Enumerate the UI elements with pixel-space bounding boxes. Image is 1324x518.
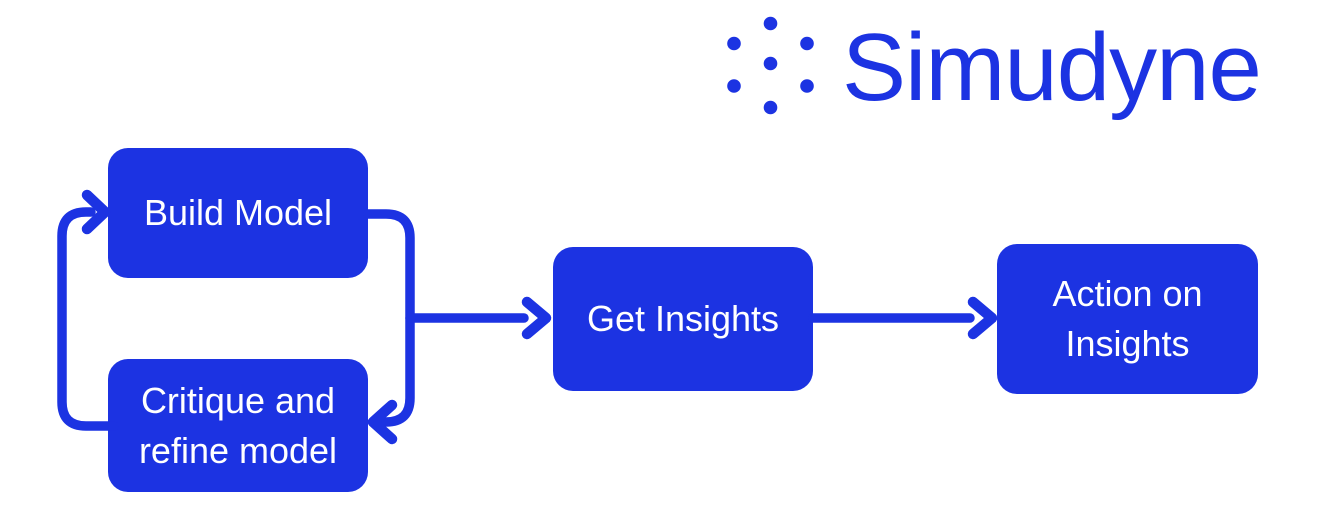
node-build-model-label: Build Model <box>143 192 333 234</box>
arrowhead-into-build <box>81 189 111 235</box>
node-get-insights-label: Get Insights <box>586 298 780 340</box>
arrowhead-into-critique <box>367 399 398 445</box>
edge-get-insights-to-action <box>808 296 998 340</box>
node-build-model: Build Model <box>108 148 368 278</box>
node-action-on-insights: Action on Insights <box>997 244 1258 394</box>
node-get-insights: Get Insights <box>553 247 813 391</box>
edge-build-to-critique <box>363 209 415 445</box>
edge-loop-to-get-insights <box>405 296 552 340</box>
node-critique-refine-model-label: Critique and refine model <box>138 379 338 471</box>
brand-name: Simudyne <box>842 14 1262 121</box>
node-critique-refine-model: Critique and refine model <box>108 359 368 492</box>
arrowhead-into-action <box>967 296 998 340</box>
arrowhead-into-get-insights <box>521 296 552 340</box>
simudyne-dots-icon <box>727 16 814 115</box>
node-action-on-insights-label: Action on Insights <box>1052 273 1203 364</box>
edge-critique-to-build <box>57 189 119 431</box>
